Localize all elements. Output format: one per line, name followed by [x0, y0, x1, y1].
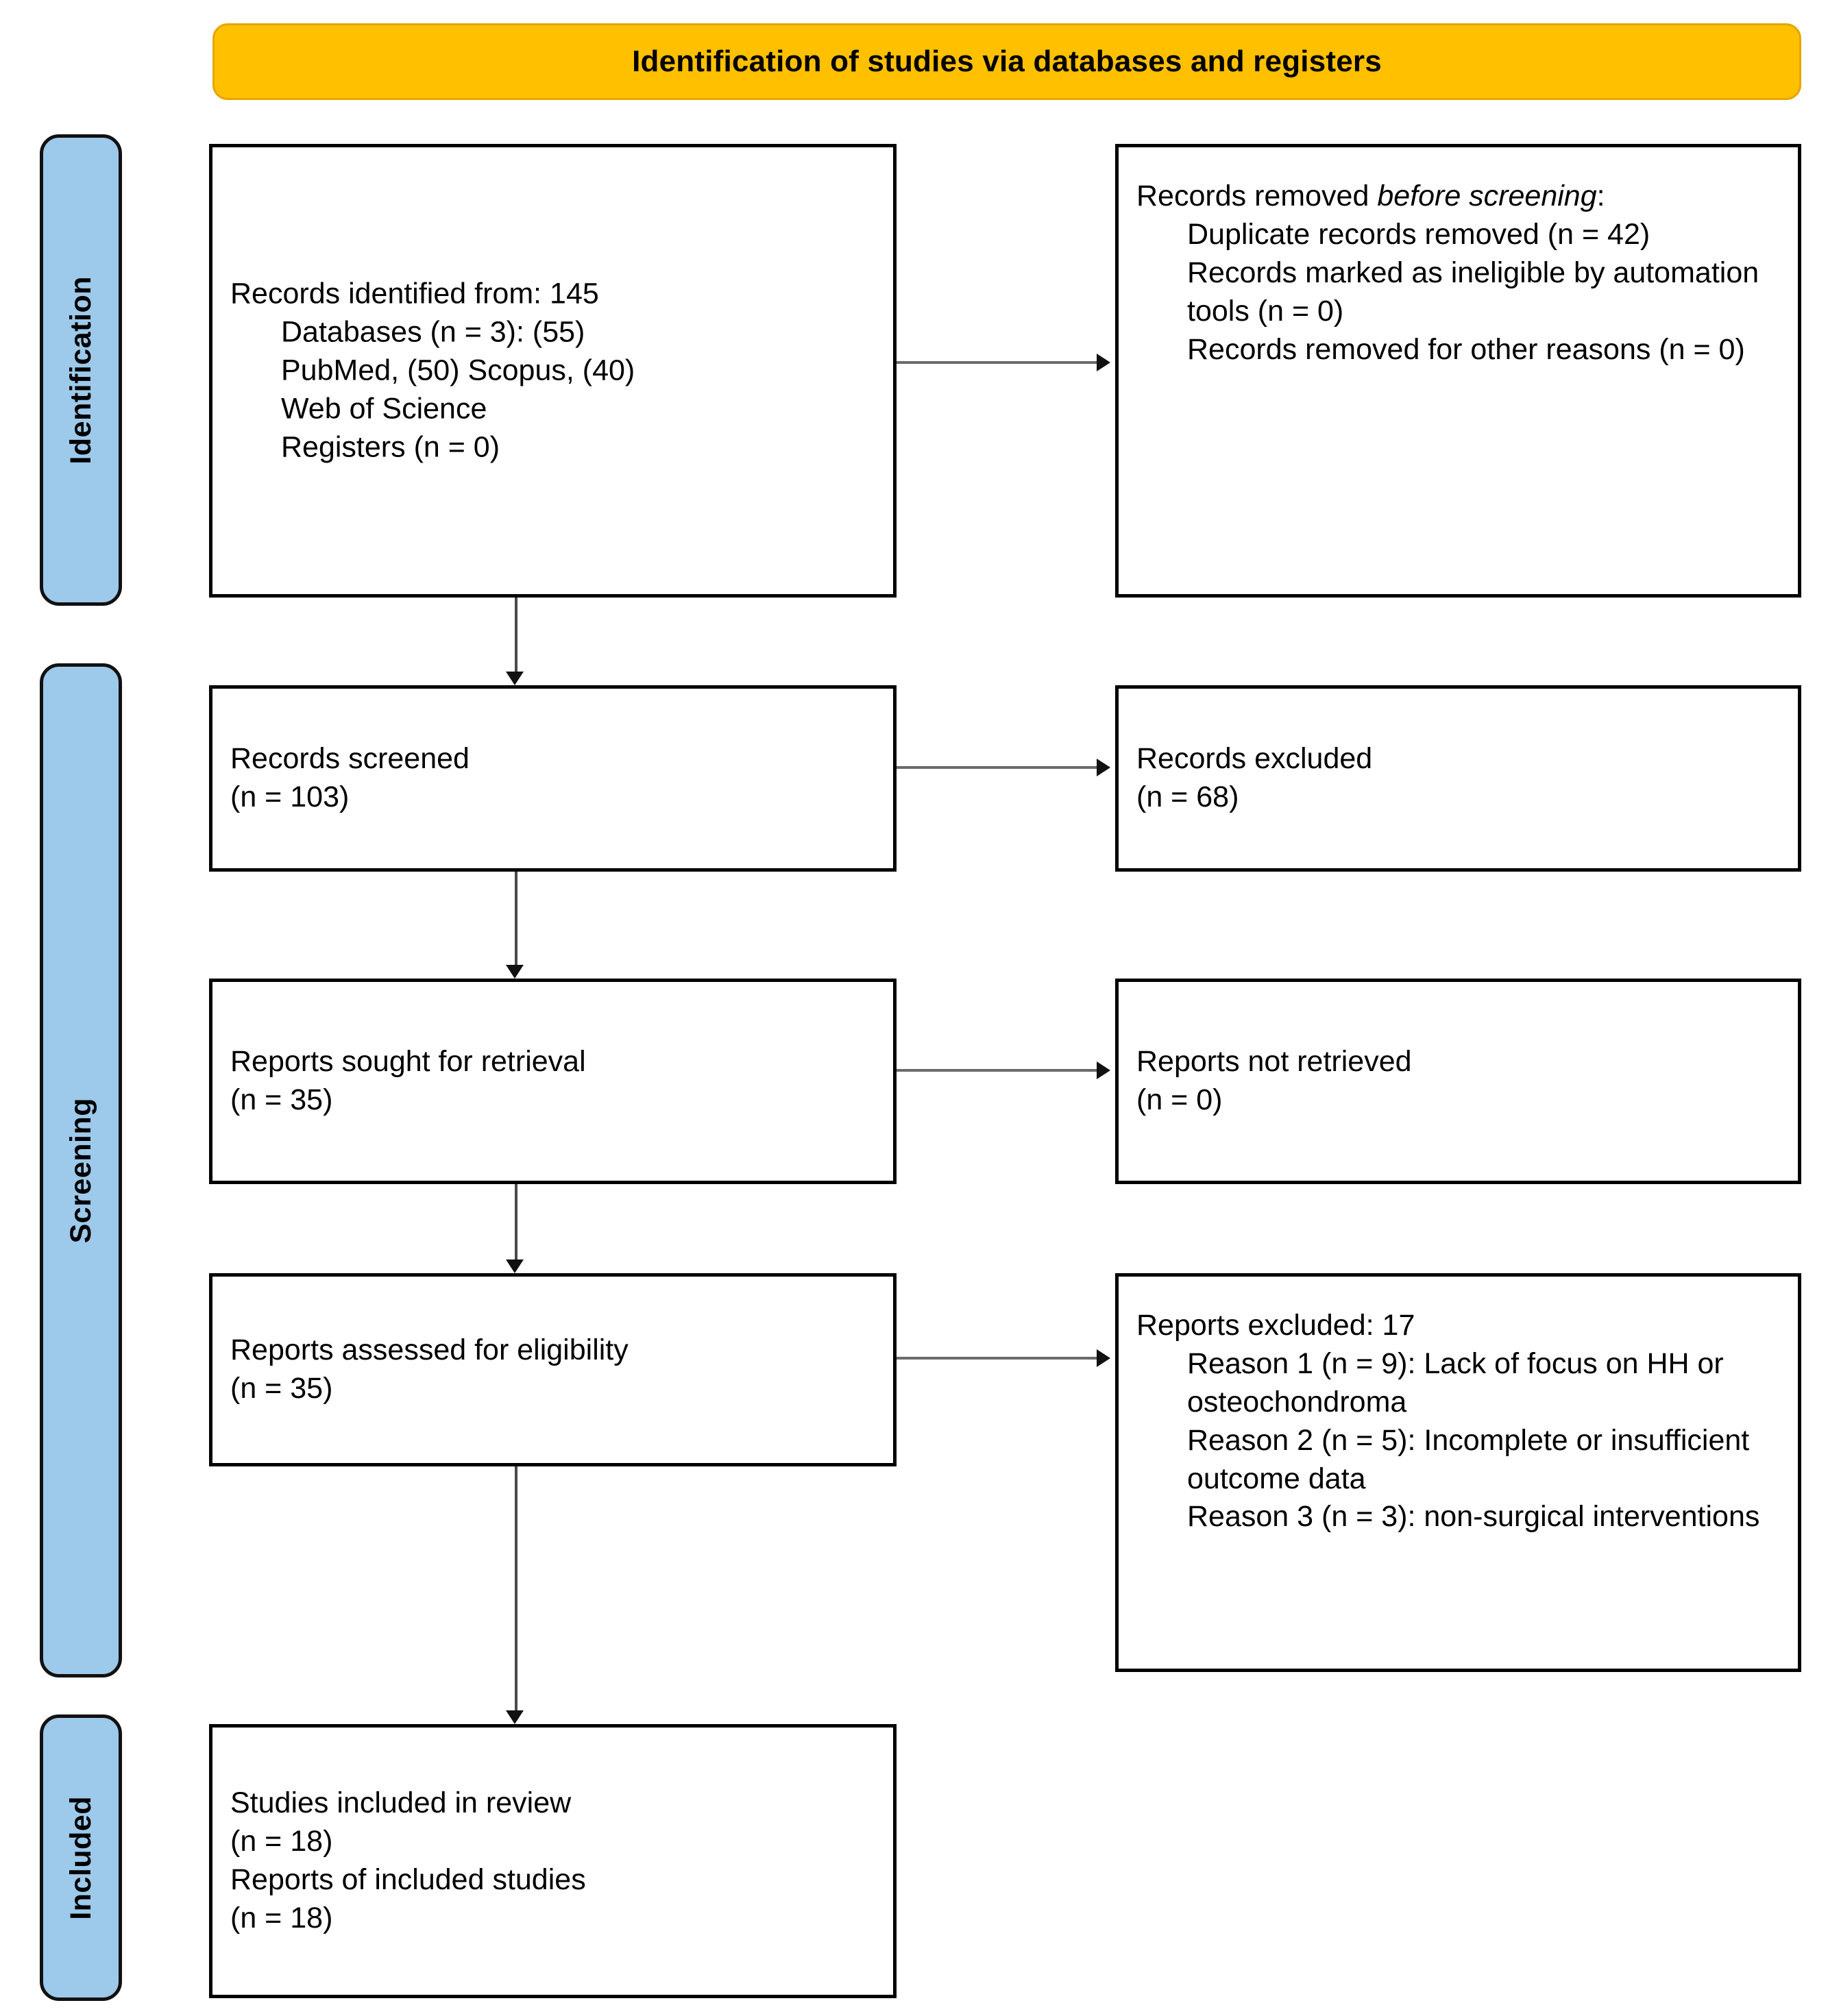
line-reports-included-count: (n = 18) — [230, 1901, 333, 1934]
line-reports-assessed-label: Reports assessed for eligibility — [230, 1333, 629, 1367]
stage-label-identification-text: Identification — [64, 275, 97, 465]
connector-sought-to-assessed — [515, 1184, 517, 1261]
box-studies-included: Studies included in review (n = 18) Repo… — [209, 1724, 897, 1998]
arrowhead-down-icon — [506, 672, 524, 685]
box-reports-excluded-text: Reports excluded: 17 Reason 1 (n = 9): L… — [1136, 1307, 1784, 1536]
line-reports-excluded-heading: Reports excluded: 17 — [1136, 1309, 1415, 1342]
connector-screened-to-sought — [515, 872, 517, 966]
line-web-of-science: Web of Science — [281, 391, 487, 425]
line-reason-3: Reason 3 (n = 3): non-surgical intervent… — [1187, 1500, 1760, 1534]
line-marked-ineligible: Records marked as ineligible by automati… — [1187, 256, 1759, 328]
line-reports-sought-label: Reports sought for retrieval — [230, 1045, 586, 1079]
line-records-screened-label: Records screened — [230, 742, 470, 776]
removed-lead-prefix: Records removed — [1136, 180, 1378, 212]
box-records-identified: Records identified from: 145 Databases (… — [209, 144, 897, 598]
line-records-identified: Records identified from: 145 — [230, 277, 599, 310]
stage-label-included: Included — [40, 1714, 122, 2001]
arrowhead-down-icon — [506, 1259, 524, 1273]
box-reports-sought-text: Reports sought for retrieval (n = 35) — [230, 1043, 879, 1120]
arrowhead-down-icon — [506, 1710, 524, 1724]
line-reports-assessed-count: (n = 35) — [230, 1372, 333, 1405]
box-records-screened: Records screened (n = 103) — [209, 685, 897, 872]
arrowhead-right-icon — [1097, 1061, 1110, 1079]
arrowhead-right-icon — [1097, 759, 1110, 776]
box-records-removed-text: Records removed before screening: Duplic… — [1136, 177, 1784, 369]
box-reports-excluded-with-reasons: Reports excluded: 17 Reason 1 (n = 9): L… — [1115, 1273, 1801, 1672]
box-records-removed-before-screening: Records removed before screening: Duplic… — [1115, 144, 1801, 598]
box-records-excluded-text: Records excluded (n = 68) — [1136, 740, 1784, 817]
connector-screened-to-excluded — [897, 766, 1102, 769]
banner-title: Identification of studies via databases … — [632, 45, 1382, 78]
line-reports-included-label: Reports of included studies — [230, 1863, 586, 1896]
line-databases: Databases (n = 3): (55) — [281, 315, 585, 349]
stage-label-included-text: Included — [64, 1795, 97, 1920]
line-records-excluded-label: Records excluded — [1136, 742, 1373, 776]
connector-identified-to-screened — [515, 598, 517, 673]
arrowhead-right-icon — [1097, 1349, 1110, 1367]
connector-sought-to-not-retrieved — [897, 1069, 1102, 1072]
arrowhead-right-icon — [1097, 354, 1110, 371]
box-reports-assessed-text: Reports assessed for eligibility (n = 35… — [230, 1331, 879, 1408]
line-reason-1: Reason 1 (n = 9): Lack of focus on HH or… — [1187, 1347, 1724, 1418]
line-records-screened-count: (n = 103) — [230, 780, 350, 813]
line-removed-other-reasons: Records removed for other reasons (n = 0… — [1187, 332, 1745, 366]
line-studies-included-label: Studies included in review — [230, 1786, 572, 1820]
connector-assessed-to-included — [515, 1466, 517, 1712]
box-reports-sought-for-retrieval: Reports sought for retrieval (n = 35) — [209, 979, 897, 1184]
box-reports-assessed-for-eligibility: Reports assessed for eligibility (n = 35… — [209, 1273, 897, 1466]
diagram-header-banner: Identification of studies via databases … — [212, 23, 1801, 100]
line-records-removed-heading: Records removed before screening: — [1136, 177, 1784, 216]
line-reason-2: Reason 2 (n = 5): Incomplete or insuffic… — [1187, 1423, 1750, 1495]
arrowhead-down-icon — [506, 965, 524, 979]
connector-identified-to-removed — [897, 361, 1102, 364]
stage-label-screening: Screening — [40, 663, 122, 1677]
line-reports-not-retrieved-label: Reports not retrieved — [1136, 1045, 1412, 1079]
line-duplicate-records-removed: Duplicate records removed (n = 42) — [1187, 217, 1650, 251]
stage-label-identification: Identification — [40, 134, 122, 606]
removed-lead-italic: before screening — [1377, 180, 1597, 212]
box-records-identified-text: Records identified from: 145 Databases (… — [230, 275, 879, 466]
removed-lead-suffix: : — [1596, 180, 1605, 212]
line-reports-sought-count: (n = 35) — [230, 1083, 333, 1116]
stage-label-screening-text: Screening — [64, 1097, 97, 1244]
line-records-excluded-count: (n = 68) — [1136, 780, 1239, 813]
line-reports-not-retrieved-count: (n = 0) — [1136, 1083, 1223, 1116]
line-registers: Registers (n = 0) — [281, 430, 500, 463]
line-pubmed-scopus: PubMed, (50) Scopus, (40) — [281, 354, 635, 387]
box-reports-not-retrieved: Reports not retrieved (n = 0) — [1115, 979, 1801, 1184]
box-records-excluded: Records excluded (n = 68) — [1115, 685, 1801, 872]
connector-assessed-to-reports-excluded — [897, 1357, 1102, 1360]
line-studies-included-count: (n = 18) — [230, 1825, 333, 1858]
box-reports-not-retrieved-text: Reports not retrieved (n = 0) — [1136, 1043, 1784, 1120]
box-studies-included-text: Studies included in review (n = 18) Repo… — [230, 1784, 879, 1938]
box-records-screened-text: Records screened (n = 103) — [230, 740, 879, 817]
